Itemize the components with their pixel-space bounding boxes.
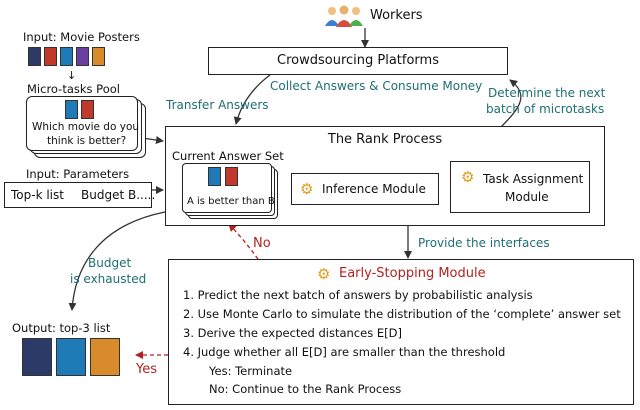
- rank-process-box: The Rank Process Current Answer Set A is…: [165, 126, 605, 226]
- edge-label-budget-2: is exhausted: [70, 272, 147, 286]
- edge-label-yes: Yes: [136, 362, 157, 377]
- rank-process-title: The Rank Process: [327, 132, 443, 147]
- step-2: 2. Use Monte Carlo to simulate the distr…: [183, 307, 621, 321]
- output-posters: [22, 338, 132, 378]
- no-continue: No: Continue to the Rank Process: [209, 382, 402, 396]
- early-stopping-title: Early-Stopping Module: [339, 266, 486, 281]
- movie-poster-thumbnail: [44, 47, 57, 66]
- answer-card: A is better than B: [182, 163, 275, 213]
- step-1: 1. Predict the next batch of answers by …: [183, 288, 533, 302]
- answer-text: A is better than B: [187, 196, 275, 207]
- pool-card: Which movie do you think is better?: [26, 96, 140, 151]
- task-assign-label-1: Task Assignment: [483, 172, 584, 186]
- crowdsourcing-label: Crowdsourcing Platforms: [277, 53, 439, 68]
- inference-label: Inference Module: [322, 182, 426, 196]
- input-posters-row: [28, 47, 113, 67]
- movie-poster-thumbnail: [92, 47, 105, 66]
- people-group-icon: [325, 5, 363, 27]
- movie-poster-thumbnail: [56, 338, 86, 376]
- pool-label: Micro-tasks Pool: [27, 82, 120, 96]
- movie-poster-thumbnail: [65, 100, 78, 119]
- movie-poster-thumbnail: [81, 100, 94, 119]
- edge-label-no: No: [253, 236, 271, 251]
- task-assignment-box: ⚙ Task Assignment Module: [450, 161, 590, 213]
- movie-poster-thumbnail: [22, 338, 52, 376]
- params-label: Input: Parameters: [26, 167, 130, 181]
- movie-poster-thumbnail: [208, 167, 221, 186]
- early-stopping-box: ⚙ Early-Stopping Module 1. Predict the n…: [168, 259, 634, 405]
- crowdsourcing-platforms-box: Crowdsourcing Platforms: [208, 47, 508, 75]
- workers-node: Workers: [322, 4, 442, 28]
- movie-poster-thumbnail: [60, 47, 73, 66]
- input-posters-label: Input: Movie Posters: [23, 30, 140, 44]
- edge-label-provide: Provide the interfaces: [418, 236, 550, 250]
- edge-label-determine-1: Determine the next: [488, 86, 606, 100]
- yes-terminate: Yes: Terminate: [209, 364, 293, 378]
- edge-label-collect: Collect Answers & Consume Money: [270, 79, 483, 93]
- edge-label-determine-2: batch of microtasks: [486, 102, 605, 116]
- edge-label-transfer: Transfer Answers: [166, 98, 269, 112]
- movie-poster-thumbnail: [76, 47, 89, 66]
- answer-set-title: Current Answer Set: [172, 149, 284, 163]
- budget-label: Budget B.....: [81, 188, 156, 202]
- gear-icon: ⚙: [461, 168, 475, 186]
- step-3: 3. Derive the expected distances E[D]: [183, 326, 402, 340]
- step-4: 4. Judge whether all E[D] are smaller th…: [183, 345, 506, 359]
- params-box: Top-k list Budget B.....: [4, 182, 156, 208]
- gear-icon: ⚙: [300, 180, 314, 198]
- workers-label: Workers: [370, 8, 423, 23]
- movie-poster-thumbnail: [28, 47, 41, 66]
- output-label: Output: top-3 list: [12, 321, 111, 335]
- edge-label-budget-1: Budget: [88, 256, 132, 270]
- movie-poster-thumbnail: [225, 167, 238, 186]
- arrow-down-posters: ↓: [67, 69, 77, 82]
- topk-label: Top-k list: [11, 188, 64, 202]
- movie-poster-thumbnail: [90, 338, 120, 376]
- pool-question-2: think is better?: [47, 135, 127, 147]
- task-assign-label-2: Module: [505, 190, 549, 204]
- pool-question-1: Which movie do you: [32, 121, 140, 133]
- gear-icon: ⚙: [317, 265, 331, 283]
- inference-module-box: ⚙ Inference Module: [291, 173, 439, 205]
